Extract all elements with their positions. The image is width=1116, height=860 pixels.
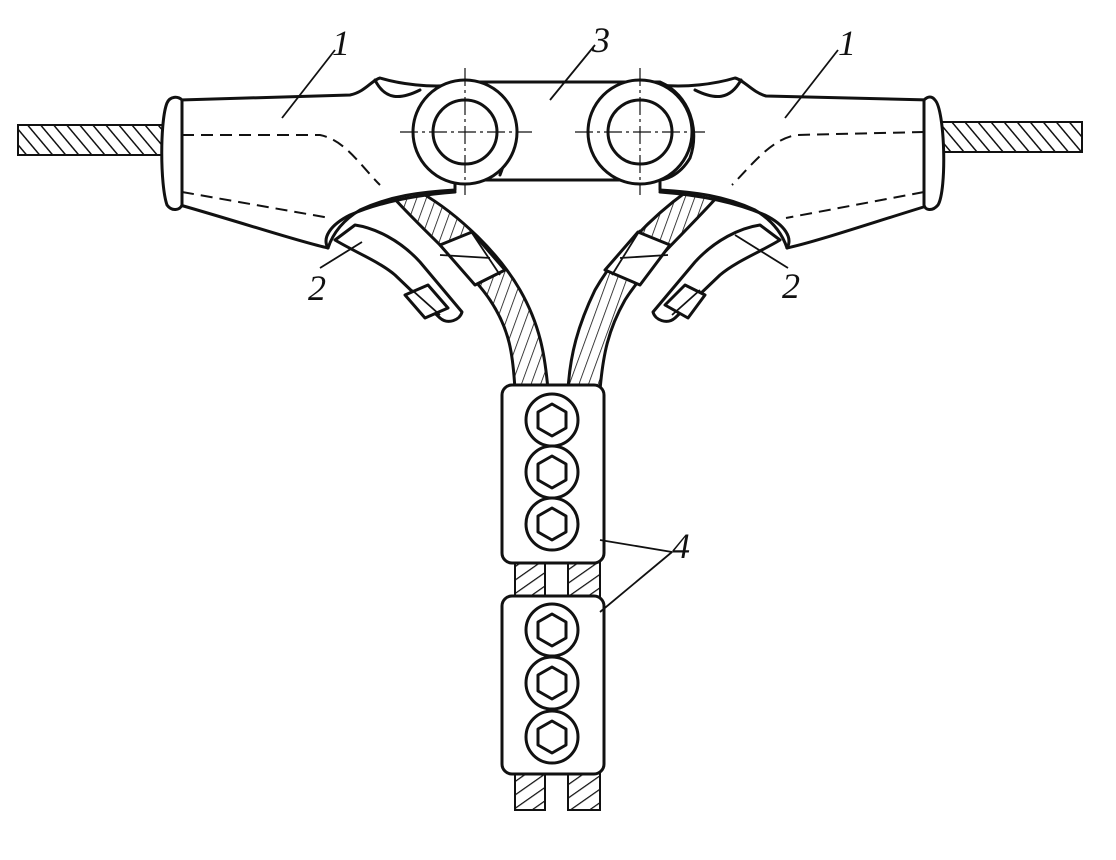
strain-clamp-right [658,76,946,250]
label-strain-clamp-left: 1 [332,23,350,63]
label-parallel-groove-clamp: 4 [672,526,690,566]
bolt [524,496,580,552]
clevis-eye-right [575,68,705,195]
jumper-clamp-right [603,223,782,323]
conductor-left [17,124,169,156]
bolt [524,655,580,711]
clevis-eye-left [400,68,532,195]
label-jumper-clamp-left: 2 [308,268,326,308]
parallel-groove-clamp-upper [500,383,606,565]
strain-clamp-left [160,76,457,250]
label-jumper-clamp-right: 2 [782,266,800,306]
label-yoke-plate: 3 [591,20,610,60]
bolt [524,392,580,448]
bolt [524,602,580,658]
bolt [524,709,580,765]
jumper-clamp-left [333,223,507,323]
conductor-right [937,121,1083,153]
bolt [524,444,580,500]
label-strain-clamp-right: 1 [838,23,856,63]
leader-lines [281,44,839,613]
parallel-groove-clamp-lower [500,594,606,776]
